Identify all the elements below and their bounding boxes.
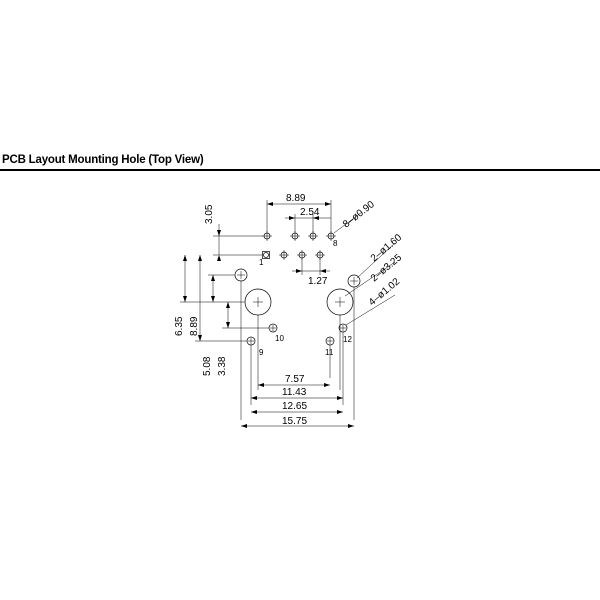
dim-left-d: 3.38 <box>217 356 228 376</box>
dim-row-pitch: 1.27 <box>308 276 328 287</box>
pin-label-10: 10 <box>275 334 284 343</box>
dim-bottom-b: 11.43 <box>282 387 307 398</box>
dim-top-offset: 3.05 <box>204 204 215 224</box>
callout-small-holes: 8–ø0.90 <box>341 199 377 231</box>
dim-top-width: 8.89 <box>286 193 306 204</box>
dim-top-pitch: 2.54 <box>300 207 320 218</box>
dim-bottom-c: 12.65 <box>282 401 307 412</box>
pin-label-12: 12 <box>343 335 352 344</box>
pin-label-11: 11 <box>325 348 334 357</box>
pin-label-8: 8 <box>333 239 338 248</box>
dim-left-a: 6.35 <box>174 316 185 336</box>
dim-bottom-a: 7.57 <box>285 374 305 385</box>
section-heading: PCB Layout Mounting Hole (Top View) <box>2 154 204 166</box>
pin1-square-pad <box>262 251 270 259</box>
small-hole <box>263 252 269 258</box>
pin-label-9: 9 <box>259 348 264 357</box>
dim-left-c: 5.08 <box>202 356 213 376</box>
dim-bottom-d: 15.75 <box>282 416 307 427</box>
heading-underline <box>0 169 600 171</box>
dim-left-b: 8.89 <box>189 316 200 336</box>
pin-label-1: 1 <box>259 258 264 267</box>
